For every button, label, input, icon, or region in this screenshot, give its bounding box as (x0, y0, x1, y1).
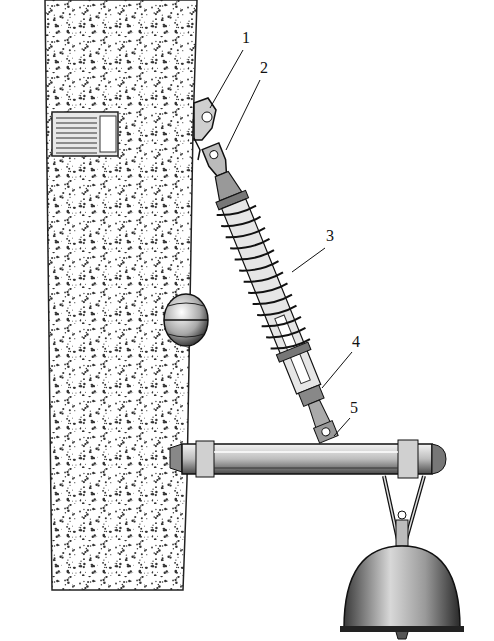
callout-number: 2 (260, 60, 268, 76)
name-plate (52, 112, 118, 156)
body-texture (45, 0, 197, 590)
callout-number: 5 (350, 400, 358, 416)
axle-tube (170, 440, 446, 478)
shock-absorber (192, 139, 347, 447)
callout-number: 1 (242, 30, 250, 46)
body-panel (45, 0, 197, 590)
head-lamp (340, 476, 464, 639)
callout-number: 4 (352, 334, 360, 350)
leader-lines (210, 50, 352, 436)
side-lamp (164, 294, 208, 346)
callout-number: 3 (326, 228, 334, 244)
